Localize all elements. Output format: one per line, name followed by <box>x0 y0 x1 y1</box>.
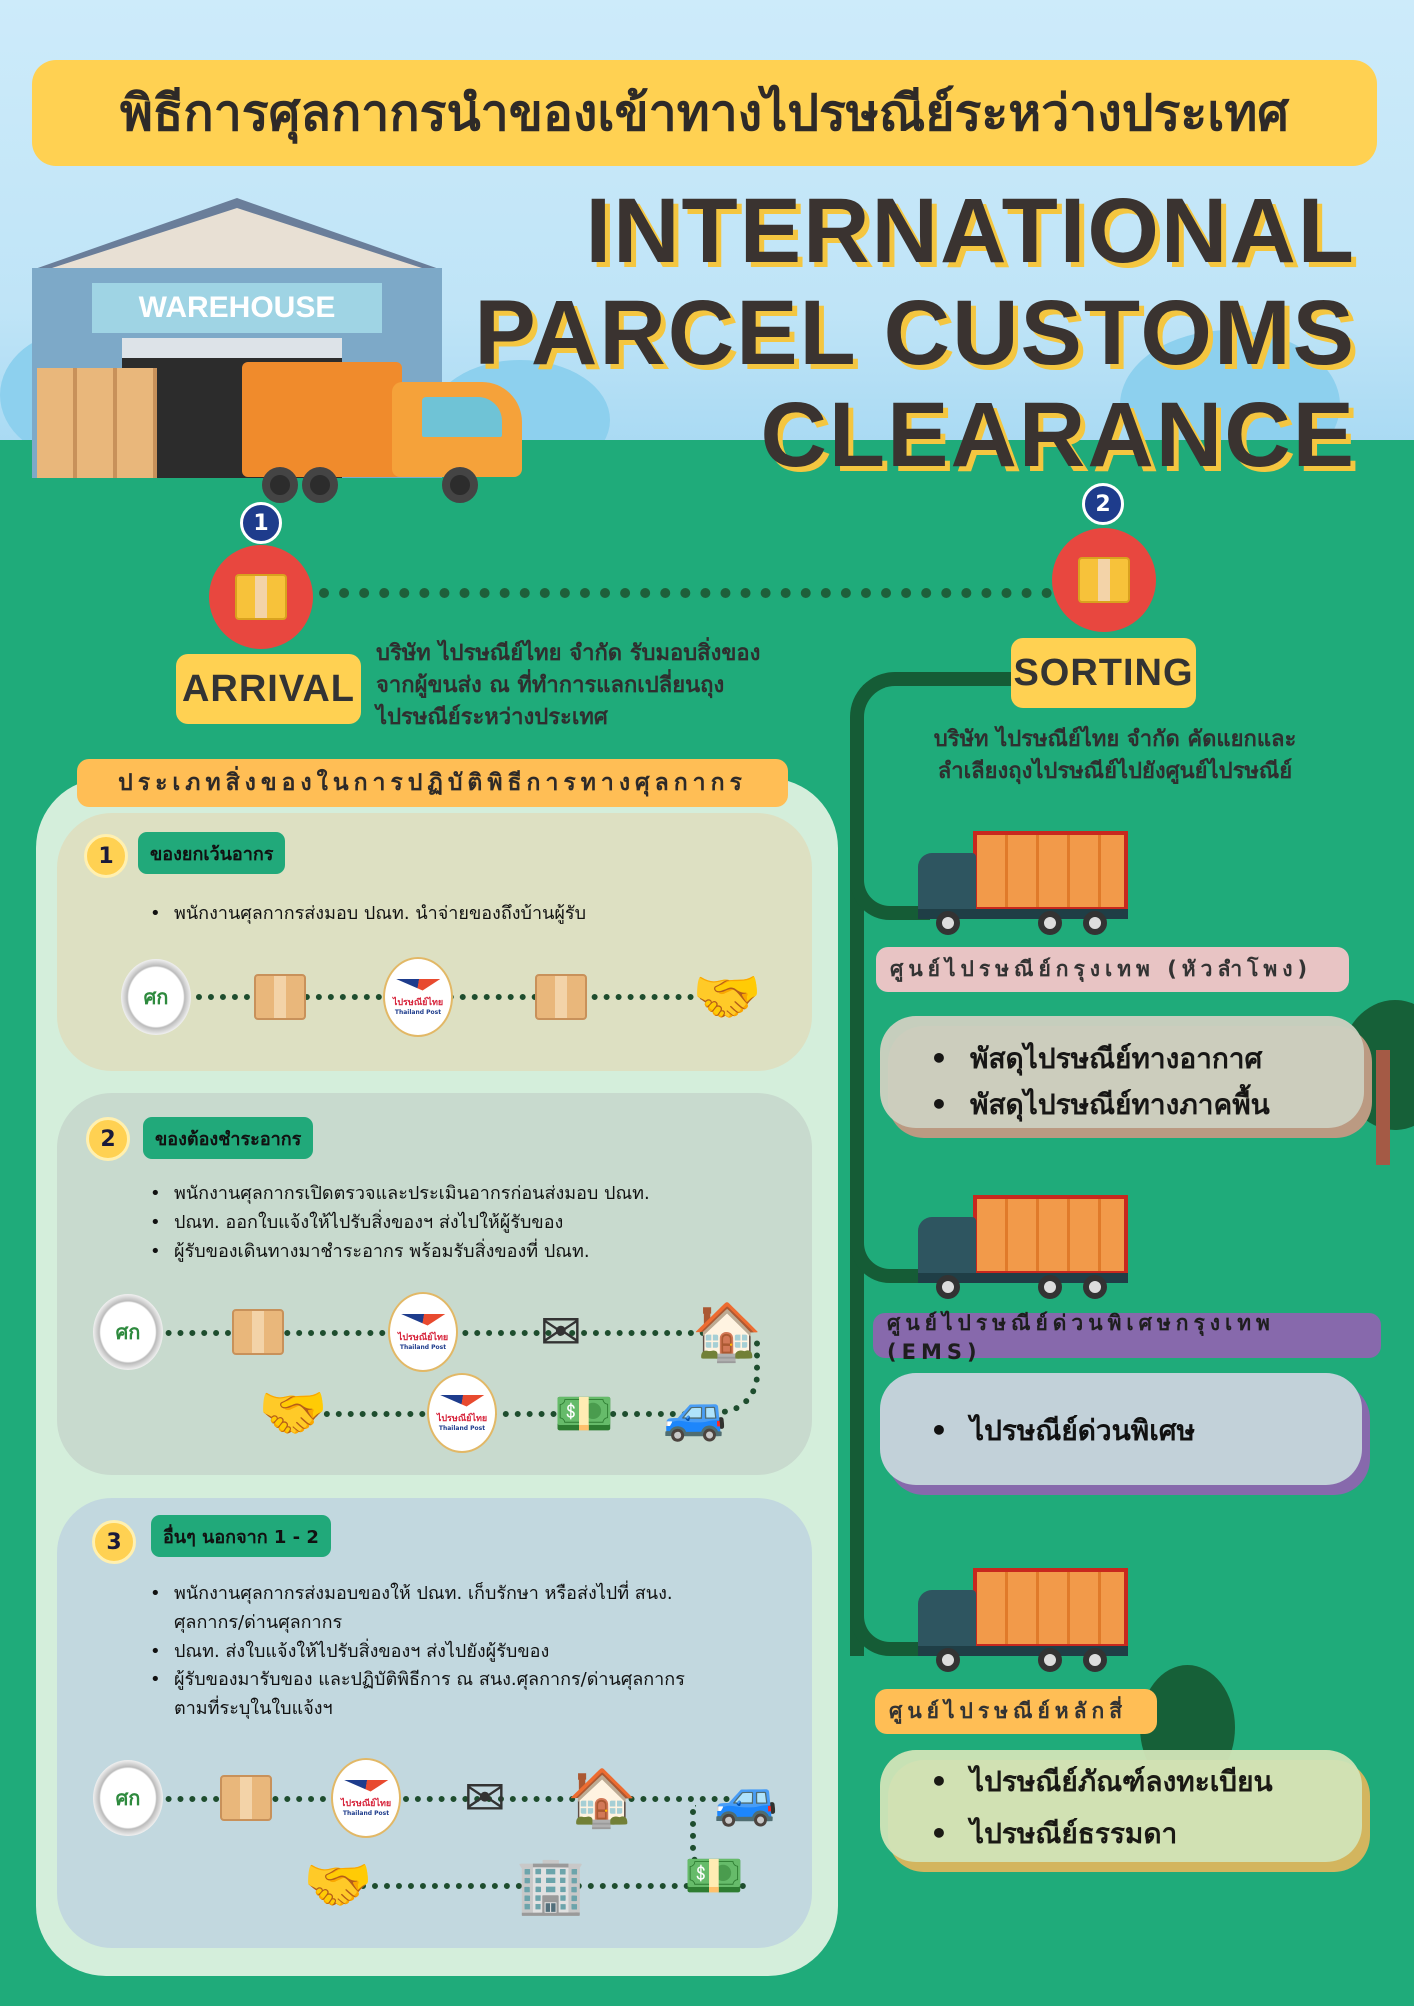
title-line-3: CLEARANCE <box>760 384 1356 486</box>
cargo-truck-icon <box>918 1568 1128 1674</box>
center-box-hualamphong: พัสดุไปรษณีย์ทางอากาศ พัสดุไปรษณีย์ทางภา… <box>880 1016 1364 1128</box>
delivery-truck-illustration <box>242 357 523 504</box>
thai-title-banner: พิธีการศุลกากรนำของเข้าทางไปรษณีย์ระหว่า… <box>32 60 1377 166</box>
category-panel-title: ประเภทสิ่งของในการปฏิบัติพิธีการทางศุลกา… <box>77 759 788 807</box>
center-label-hualamphong: ศูนย์ไปรษณีย์กรุงเทพ (หัวลำโพง) <box>876 947 1349 992</box>
parcel-check-icon <box>209 545 313 649</box>
cargo-truck-icon <box>918 831 1128 937</box>
parcel-check-icon <box>1052 528 1156 632</box>
customs-seal-icon: ศก <box>121 959 191 1035</box>
money-payment-icon: 💵 <box>554 1385 614 1442</box>
cargo-truck-icon <box>918 1195 1128 1301</box>
house-icon: 🏠 <box>692 1300 762 1365</box>
customs-seal-icon: ศก <box>93 1760 163 1836</box>
arrival-label: ARRIVAL <box>176 654 361 724</box>
category-number: 1 <box>84 834 128 878</box>
center-box-laksi: ไปรษณีย์ภัณฑ์ลงทะเบียน ไปรษณีย์ธรรมดา <box>880 1750 1362 1862</box>
category-number: 3 <box>92 1520 136 1564</box>
category-label: อื่นๆ นอกจาก 1 - 2 <box>151 1515 331 1557</box>
handover-people-icon: 🤝 <box>692 965 762 1030</box>
warehouse-sign: WAREHOUSE <box>92 283 382 333</box>
sorting-label: SORTING <box>1011 638 1196 708</box>
house-icon: 🏠 <box>567 1766 637 1831</box>
car-icon: 🚙 <box>662 1383 728 1444</box>
center-label-laksi: ศูนย์ไปรษณีย์หลักสี่ <box>875 1689 1157 1734</box>
envelope-icon: ✉ <box>540 1303 582 1361</box>
arrival-description: บริษัท ไปรษณีย์ไทย จำกัด รับมอบสิ่งของจา… <box>376 641 761 730</box>
step-1-badge: 1 <box>240 502 282 544</box>
flow-line <box>130 1796 730 1802</box>
parcel-box-icon <box>223 1297 293 1367</box>
warehouse-illustration: WAREHOUSE <box>32 198 442 478</box>
handover-people-icon: 🤝 <box>258 1381 328 1446</box>
customs-office-icon: 🏢 <box>516 1853 586 1918</box>
flow-line <box>300 1411 700 1417</box>
car-icon: 🚙 <box>713 1768 779 1829</box>
customs-seal-icon: ศก <box>93 1294 163 1370</box>
step-connector-dots <box>319 588 1052 598</box>
step-2-badge: 2 <box>1082 483 1124 525</box>
center-box-ems: ไปรษณีย์ด่วนพิเศษ <box>880 1373 1362 1485</box>
category-label: ของต้องชำระอากร <box>143 1117 314 1159</box>
flow-line <box>360 1883 690 1889</box>
category-number: 2 <box>86 1117 130 1161</box>
parcel-box-icon <box>245 962 315 1032</box>
money-payment-icon: 💵 <box>684 1847 744 1904</box>
category-label: ของยกเว้นอากร <box>138 832 286 874</box>
parcel-box-icon <box>211 1763 281 1833</box>
category-card-3 <box>57 1498 812 1948</box>
title-line-1: INTERNATIONAL <box>585 180 1356 282</box>
envelope-icon: ✉ <box>464 1769 506 1827</box>
center-label-ems: ศูนย์ไปรษณีย์ด่วนพิเศษกรุงเทพ (EMS) <box>873 1311 1381 1364</box>
title-line-2: PARCEL CUSTOMS <box>474 282 1356 384</box>
handover-people-icon: 🤝 <box>303 1853 373 1918</box>
parcel-box-icon <box>526 962 596 1032</box>
category-bullets: พนักงานศุลกากรเปิดตรวจและประเมินอากรก่อน… <box>150 1180 650 1266</box>
sorting-description: บริษัท ไปรษณีย์ไทย จำกัด คัดแยกและลำเลีย… <box>933 727 1297 784</box>
category-bullets: พนักงานศุลกากรส่งมอบของให้ ปณท. เก็บรักษ… <box>150 1580 685 1724</box>
category-bullets: พนักงานศุลกากรส่งมอบ ปณท. นำจ่ายของถึงบ้… <box>150 900 586 929</box>
flow-curve <box>700 1340 760 1415</box>
tree-trunk <box>1376 1050 1390 1165</box>
timeline-end-mask <box>840 1656 880 2006</box>
